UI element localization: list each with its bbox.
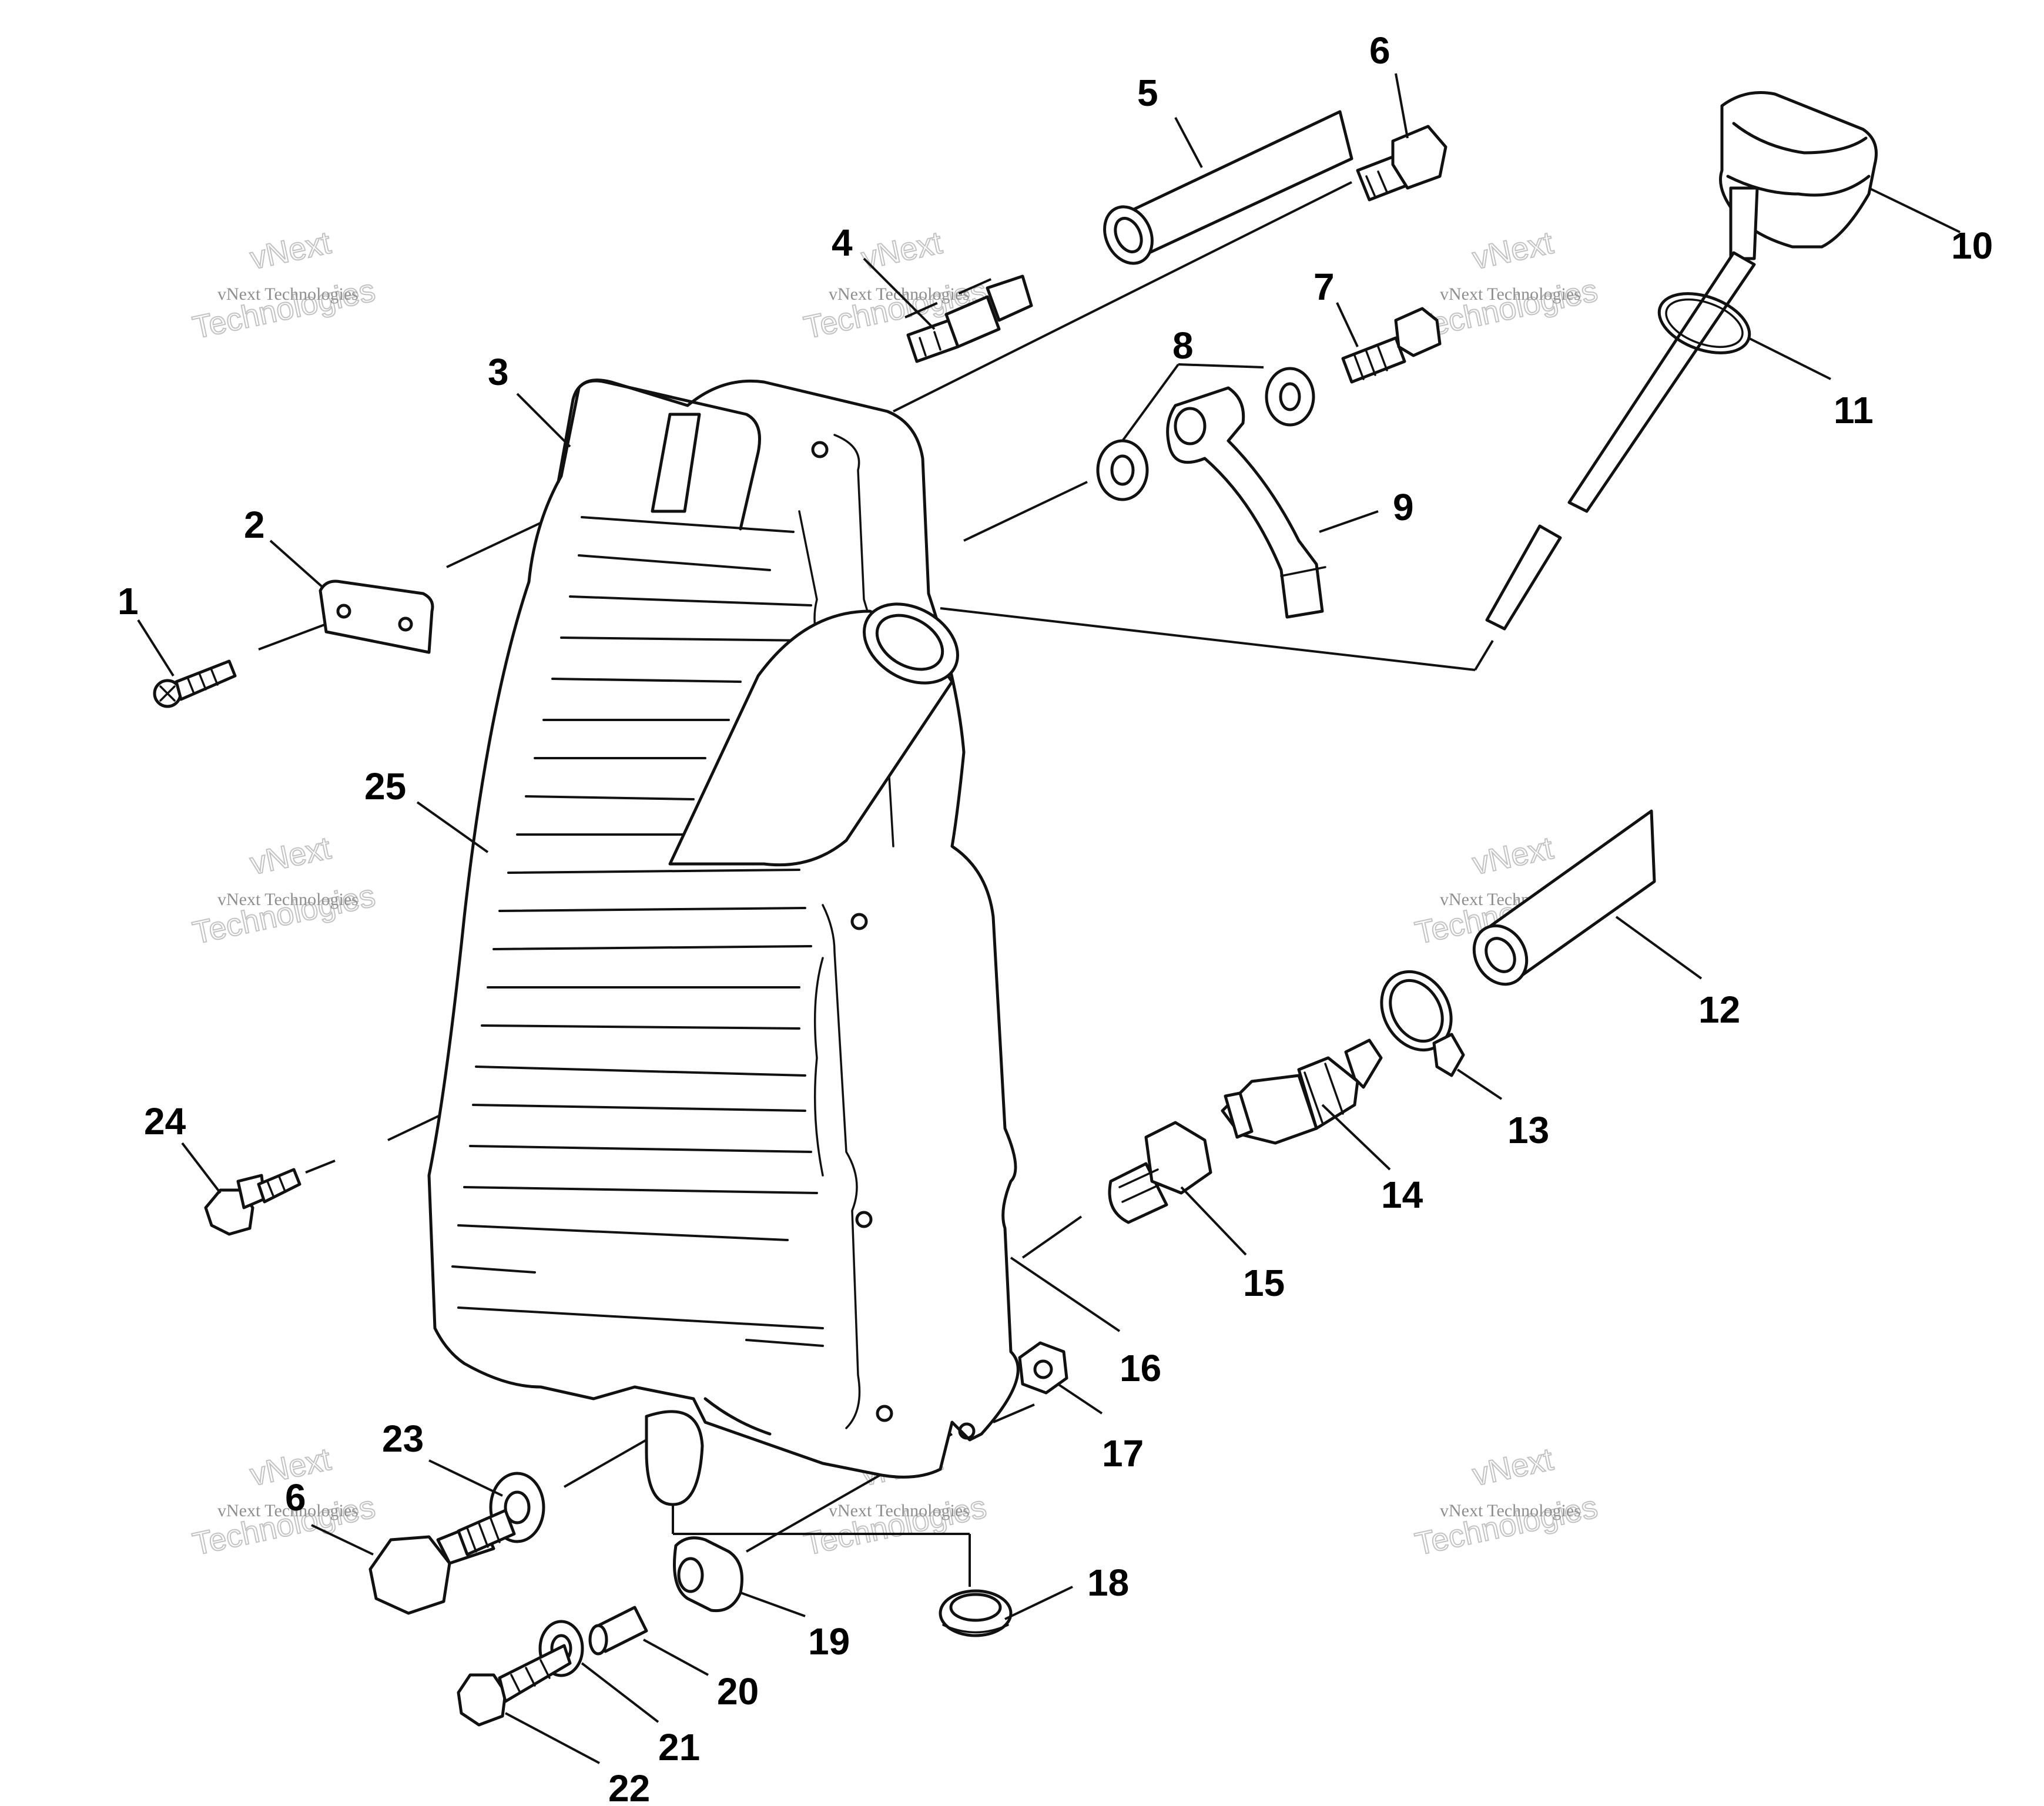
drain-bolt-part-6-lower	[368, 1509, 516, 1615]
callout-23: 23	[382, 1418, 424, 1460]
callout-22: 22	[608, 1767, 650, 1806]
callout-6: 6	[1369, 29, 1390, 72]
callout-9: 9	[1393, 486, 1414, 528]
bolt-part-7	[1341, 307, 1442, 384]
callout-18: 18	[1087, 1562, 1129, 1604]
svg-text:Technologies: Technologies	[190, 1489, 378, 1562]
callout-20: 20	[717, 1670, 759, 1713]
dipstick-cap-part-10	[1719, 91, 1878, 260]
fitting-part-15	[1108, 1121, 1212, 1224]
grommet-part-18	[939, 1589, 1013, 1637]
callout-labels: 1 2 3 4 5 6 7 8 9 10 11 12 13 14 15 16 1…	[118, 29, 1993, 1806]
plate-part-2	[319, 579, 434, 654]
screw-part-1	[153, 659, 237, 708]
svg-text:vNext Technologies: vNext Technologies	[217, 284, 358, 304]
callout-16: 16	[1120, 1347, 1161, 1389]
hose-clamp-part-13	[1380, 970, 1465, 1077]
svg-text:Technologies: Technologies	[1412, 1489, 1601, 1562]
washer-part-8-right	[1265, 367, 1315, 427]
hose-part-12	[1472, 809, 1656, 986]
hose-barb-part-14	[1221, 1038, 1383, 1145]
svg-text:vNext: vNext	[247, 225, 334, 276]
svg-text:Technologies: Technologies	[801, 1489, 990, 1562]
leader-lines	[137, 73, 1961, 1764]
svg-text:vNext: vNext	[1469, 225, 1556, 276]
svg-text:vNext: vNext	[1469, 830, 1556, 882]
svg-text:Technologies: Technologies	[190, 273, 378, 346]
svg-text:Technologies: Technologies	[1412, 273, 1601, 346]
hose-part-5	[1103, 110, 1353, 265]
nut-part-17	[1018, 1341, 1068, 1395]
svg-text:vNext: vNext	[1469, 1442, 1556, 1493]
callout-3: 3	[488, 351, 509, 393]
callout-1: 1	[118, 580, 139, 622]
fitting-part-4	[906, 274, 1033, 363]
callout-8: 8	[1172, 324, 1194, 367]
callout-4: 4	[832, 222, 853, 264]
banjo-line-part-9	[1166, 386, 1326, 619]
svg-text:vNext Technologies: vNext Technologies	[829, 1501, 970, 1520]
tank-bracket	[557, 379, 761, 531]
callout-17: 17	[1102, 1432, 1144, 1475]
svg-text:vNext Technologies: vNext Technologies	[1440, 1501, 1581, 1520]
callout-25: 25	[364, 765, 406, 807]
callout-7: 7	[1313, 266, 1335, 308]
svg-text:Technologies: Technologies	[190, 878, 378, 951]
grommet-part-19	[673, 1536, 743, 1613]
svg-text:vNext: vNext	[858, 225, 945, 276]
callout-10: 10	[1951, 225, 1993, 267]
callout-11: 11	[1834, 389, 1874, 431]
callout-14: 14	[1381, 1174, 1423, 1216]
svg-text:vNext Technologies: vNext Technologies	[217, 890, 358, 909]
callout-21: 21	[658, 1726, 700, 1768]
callout-19: 19	[808, 1620, 850, 1663]
bolt-part-22	[457, 1644, 572, 1727]
washer-part-8-left	[1096, 439, 1149, 501]
callout-24: 24	[144, 1100, 186, 1142]
callout-6-lower: 6	[285, 1476, 306, 1519]
watermark: vNext vNext Technologies Technologies	[189, 830, 379, 951]
watermark: vNext vNext Technologies Technologies	[189, 225, 379, 346]
callout-12: 12	[1698, 989, 1740, 1031]
spacer-part-20	[588, 1606, 648, 1656]
oil-tank-body	[427, 378, 1020, 1506]
callout-2: 2	[244, 504, 265, 546]
svg-text:vNext: vNext	[247, 830, 334, 882]
callout-15: 15	[1243, 1262, 1285, 1304]
o-ring-part-11	[1657, 292, 1751, 354]
dipstick-rod	[1485, 251, 1756, 631]
bolt-part-24	[204, 1168, 301, 1236]
svg-text:vNext Technologies: vNext Technologies	[217, 1501, 358, 1520]
callout-5: 5	[1137, 72, 1158, 114]
svg-text:vNext Technologies: vNext Technologies	[1440, 284, 1581, 304]
callout-13: 13	[1507, 1109, 1549, 1151]
watermark: vNext vNext Technologies Technologies	[1412, 1441, 1601, 1563]
banjo-bolt-part-6	[1356, 125, 1447, 202]
